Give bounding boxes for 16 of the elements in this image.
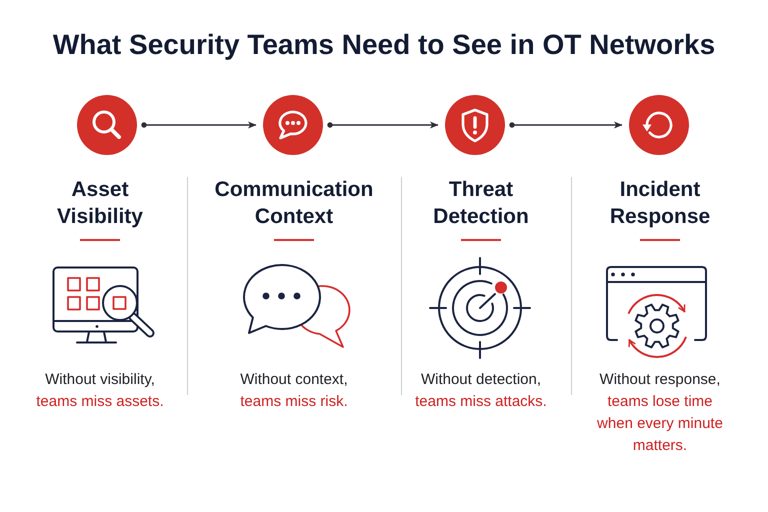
column-heading: Threat Detection <box>432 177 530 230</box>
description-text: Without response, <box>598 370 722 390</box>
column-heading: Communication Context <box>214 177 374 230</box>
arrow <box>141 121 256 129</box>
description-text: Without context, <box>239 370 349 390</box>
consequence-text: teams miss risk. <box>239 392 349 412</box>
description-text: Without detection, <box>420 370 542 390</box>
consequence-text: teams miss assets. <box>35 392 165 412</box>
consequence-text: teams lose time when every minute matters. <box>596 392 724 456</box>
column-heading: Incident Response <box>608 177 712 230</box>
description-text: Without visibility, <box>44 370 156 390</box>
column-heading: Asset Visibility <box>56 177 144 230</box>
title: What Security Teams Need to See in OT Networks <box>52 28 716 62</box>
consequence-text: teams miss attacks. <box>414 392 548 412</box>
arrow <box>327 121 438 129</box>
arrow <box>509 121 622 129</box>
